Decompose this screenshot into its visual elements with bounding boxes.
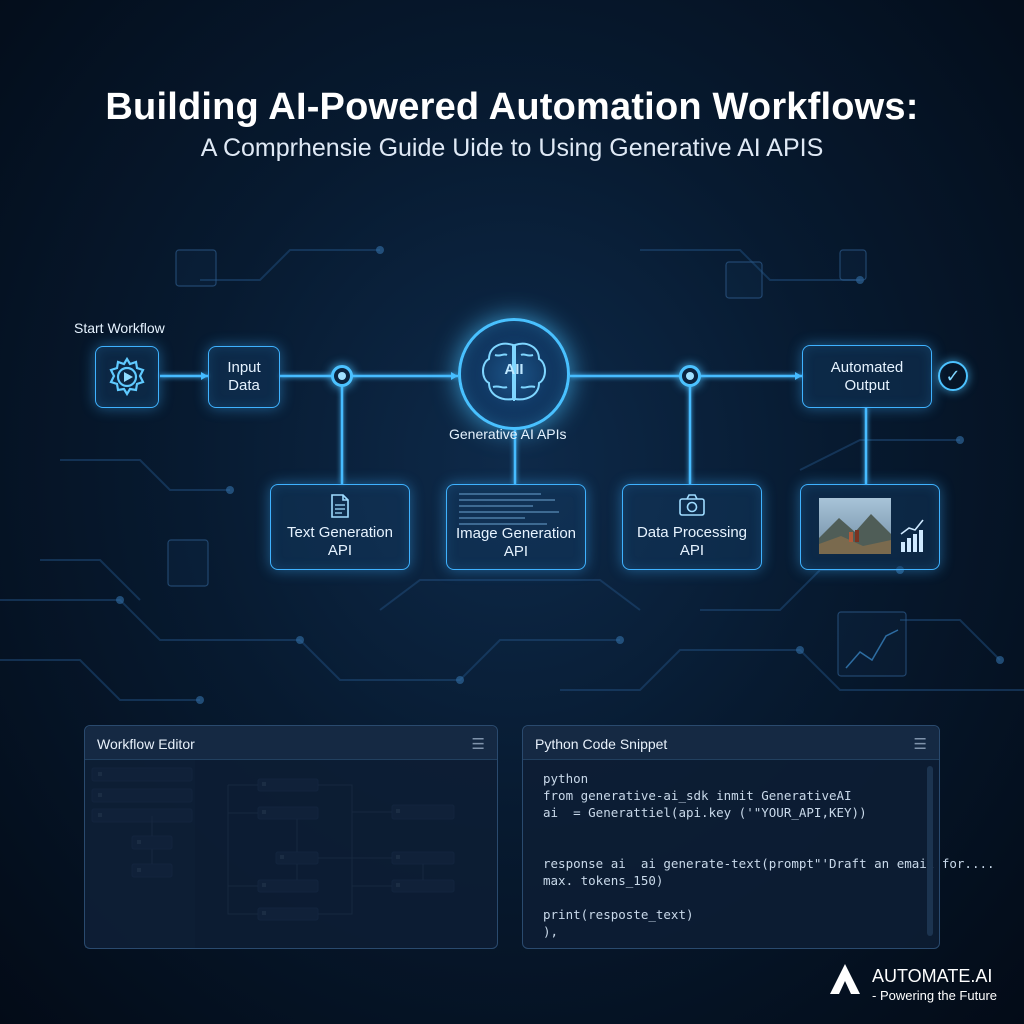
hamburger-menu-icon[interactable]: ☰ (913, 736, 927, 753)
data-processing-label-line1: Data Processing (636, 524, 748, 541)
text-generation-label-line2: API (327, 542, 353, 559)
code-block: python from generative-ai_sdk inmit Gener… (543, 770, 995, 940)
output-preview-node[interactable] (800, 484, 940, 570)
generative-ai-core[interactable]: AII (458, 318, 570, 430)
code-line: max. tokens_150) (543, 873, 664, 888)
code-line: ai = Generattiel(api.key ('"YOUR_API,KEY… (543, 805, 867, 820)
code-snippet-title: Python Code Snippet (535, 736, 668, 752)
text-generation-label-line1: Text Generation (287, 524, 393, 541)
hamburger-menu-icon[interactable]: ☰ (471, 736, 485, 753)
landscape-photo-icon (819, 498, 924, 554)
triangle-logo-icon (830, 964, 860, 994)
input-data-label-line1: Input (227, 359, 261, 376)
code-line: ), (543, 924, 559, 939)
workflow-editor-panel[interactable]: Workflow Editor ☰ (84, 725, 498, 949)
code-line: python (543, 771, 589, 786)
checkmark-icon: ✓ (938, 361, 968, 391)
automated-output-label-line2: Output (844, 376, 890, 394)
code-line: print(resposte_text) (543, 907, 694, 922)
brand-tagline: - Powering the Future (872, 988, 998, 1003)
workflow-editor-title: Workflow Editor (97, 736, 195, 752)
page-subtitle: A Comprhensie Guide Uide to Using Genera… (200, 134, 824, 162)
data-processing-label-line2: API (679, 542, 705, 559)
code-scrollbar[interactable] (927, 766, 933, 936)
workflow-editor-header: Workflow Editor ☰ (85, 726, 497, 760)
start-workflow-node[interactable] (95, 346, 159, 408)
brand-logo: AUTOMATE.AI - Powering the Future (828, 962, 997, 1003)
image-generation-label-line2: API (503, 543, 529, 560)
camera-icon (679, 494, 705, 516)
generative-ai-label: Generative AI APIs (449, 426, 567, 442)
image-generation-api-node[interactable]: Image Generation API (446, 484, 586, 570)
code-line: response ai ai generate-text(prompt"'Dra… (543, 856, 995, 871)
gear-play-icon (109, 356, 145, 397)
automated-output-label-line1: Automated (830, 358, 904, 376)
brand-name: AUTOMATE.AI (872, 966, 993, 986)
document-icon (331, 494, 349, 518)
connector-dot-right (679, 365, 701, 387)
code-text-icon (459, 493, 559, 525)
brain-icon (482, 342, 546, 401)
image-generation-label-line1: Image Generation (455, 525, 577, 542)
code-line: from generative-ai_sdk inmit GenerativeA… (543, 788, 852, 803)
connector-dot-left (331, 365, 353, 387)
code-snippet-panel[interactable]: Python Code Snippet ☰ python from generat… (522, 725, 995, 949)
input-data-label-line2: Data (228, 377, 260, 394)
start-workflow-label: Start Workflow (74, 320, 165, 336)
page-title: Building AI-Powered Automation Workflows… (105, 86, 919, 128)
text-generation-api-node[interactable]: Text Generation API (270, 484, 410, 570)
code-snippet-header: Python Code Snippet ☰ (523, 726, 939, 760)
input-data-node[interactable]: Input Data (208, 346, 280, 408)
automated-output-node[interactable]: Automated Output (802, 345, 932, 408)
ai-badge-text: AII (504, 361, 524, 378)
data-processing-api-node[interactable]: Data Processing API (622, 484, 762, 570)
